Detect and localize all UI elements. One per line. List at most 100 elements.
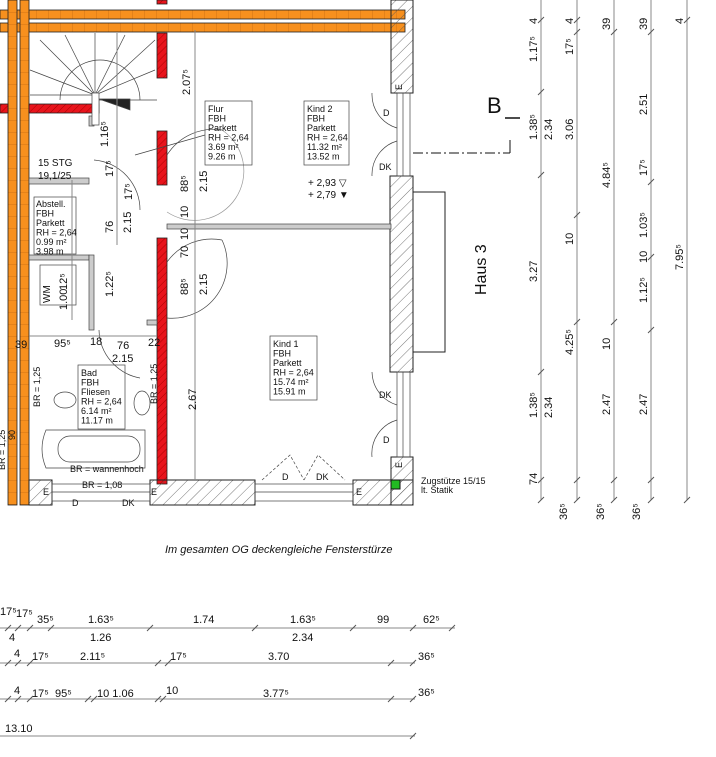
dimension-label: 4 bbox=[564, 18, 576, 24]
room-perimeter: 15.91 m bbox=[273, 387, 306, 397]
dimension-tick bbox=[84, 695, 92, 703]
room-height: RH = 2,64 bbox=[81, 397, 122, 407]
dimension-label: 2.15 bbox=[198, 274, 210, 295]
dimension-label: 10 bbox=[564, 233, 576, 245]
dimension-label: 1.12⁵ bbox=[638, 277, 650, 303]
dimension-label: 1.26 bbox=[90, 632, 111, 644]
dimension-tick bbox=[26, 659, 34, 667]
dimension-tick bbox=[159, 695, 167, 703]
room-name: Abstell. bbox=[36, 199, 66, 209]
room-perimeter: 3.98 m bbox=[36, 247, 64, 257]
room-floor: Parkett bbox=[36, 218, 65, 228]
dimension-label: 95⁵ bbox=[55, 688, 72, 700]
dimension-tick bbox=[537, 496, 545, 504]
dimension-tick bbox=[409, 732, 417, 740]
dimension-tick bbox=[683, 496, 691, 504]
room-area: 15.74 m² bbox=[273, 377, 309, 387]
door-swing bbox=[93, 92, 398, 481]
dimension-label: 2.15 bbox=[198, 171, 210, 192]
staircase bbox=[29, 33, 157, 126]
dimension-label: 12⁵ bbox=[58, 273, 70, 290]
dimension-label: 17⁵ bbox=[32, 688, 49, 700]
dimension-tick bbox=[573, 476, 581, 484]
dimension-label: 4.25⁵ bbox=[564, 329, 576, 355]
dimension-label: 4 bbox=[14, 648, 20, 660]
dimension-label: 1.00 bbox=[58, 289, 70, 310]
dimension-label: 17⁵ bbox=[638, 159, 650, 176]
dimension-label: 17⁵ bbox=[16, 608, 33, 620]
dimension-label: 17⁵ bbox=[564, 38, 576, 55]
room-label-frames bbox=[33, 100, 350, 430]
house-label: Haus 3 bbox=[473, 244, 490, 295]
dimension-label: 70 bbox=[179, 246, 191, 258]
dimension-label: 2.34 bbox=[543, 119, 555, 140]
dimension-label: 13.10 bbox=[5, 723, 33, 735]
sill-height-label: BR = wannenhoch bbox=[70, 464, 144, 474]
dimension-label: 3.27 bbox=[528, 261, 540, 282]
dimension-label: 99 bbox=[377, 614, 389, 626]
dimension-label: 39 bbox=[601, 18, 613, 30]
dimension-tick bbox=[4, 695, 12, 703]
dimension-tick bbox=[647, 28, 655, 36]
opening-label: DK bbox=[316, 472, 329, 482]
dimension-label: 17⁵ bbox=[104, 160, 116, 177]
room-floor: Fliesen bbox=[81, 387, 110, 397]
dimension-tick bbox=[647, 496, 655, 504]
dimension-tick bbox=[537, 88, 545, 96]
dimension-label: 10 1.06 bbox=[97, 688, 134, 700]
dimension-tick bbox=[90, 695, 98, 703]
dimension-tick bbox=[573, 16, 581, 24]
room-heating: FBH bbox=[208, 114, 226, 124]
dimension-label: 2.11⁵ bbox=[80, 651, 105, 663]
dimension-label: 76 bbox=[104, 221, 116, 233]
section-marker bbox=[413, 117, 520, 154]
dimension-tick bbox=[573, 318, 581, 326]
dimension-tick bbox=[154, 659, 162, 667]
dimension-label: 1.63⁵ bbox=[88, 614, 114, 626]
room-heating: FBH bbox=[81, 378, 99, 388]
room-height: RH = 2,64 bbox=[208, 133, 249, 143]
washing-machine-spot bbox=[39, 264, 77, 306]
room-name: Kind 2 bbox=[307, 104, 333, 114]
dimension-label: 88⁵ bbox=[179, 278, 191, 295]
inner-dimension-lines bbox=[29, 30, 196, 480]
dimension-tick bbox=[610, 28, 618, 36]
dimension-label: 95⁵ bbox=[54, 338, 71, 350]
opening-label: E bbox=[394, 84, 404, 90]
partition-wall bbox=[28, 115, 392, 331]
dimension-label: 1.38⁵ bbox=[528, 392, 540, 418]
dimension-tick bbox=[409, 659, 417, 667]
dimension-tick bbox=[4, 659, 12, 667]
opening-label: E bbox=[394, 462, 404, 468]
room-height: RH = 2,64 bbox=[307, 133, 348, 143]
dimension-tick bbox=[647, 476, 655, 484]
dimension-label: 1.74 bbox=[193, 614, 214, 626]
room-floor: Parkett bbox=[273, 358, 302, 368]
dimension-label: 36⁵ bbox=[418, 651, 435, 663]
dimension-label: 18 bbox=[90, 336, 102, 348]
dimension-label: 4.84⁵ bbox=[601, 162, 613, 188]
dimension-label: 3.70 bbox=[268, 651, 289, 663]
room-area: 3.69 m² bbox=[208, 142, 239, 152]
opening-label: DK bbox=[379, 390, 392, 400]
dimension-label: 17⁵ bbox=[170, 651, 187, 663]
right-dimension-lines bbox=[540, 0, 688, 500]
opening-label: D bbox=[383, 435, 390, 445]
dimension-tick bbox=[573, 496, 581, 504]
dimension-tick bbox=[4, 624, 12, 632]
dimension-label: 2.34 bbox=[292, 632, 313, 644]
dimension-label: 17⁵ bbox=[123, 183, 135, 200]
dimension-label: 36⁵ bbox=[558, 503, 570, 520]
dimension-tick bbox=[537, 368, 545, 376]
sill-height-label: BR = 1,08 bbox=[82, 480, 122, 490]
dimension-label: 3.77⁵ bbox=[263, 688, 289, 700]
column bbox=[390, 479, 401, 490]
dimension-label: 10 bbox=[179, 206, 191, 218]
dimension-label: 10 bbox=[179, 228, 191, 240]
toilet bbox=[53, 391, 77, 409]
dimension-label: 2.67 bbox=[187, 389, 199, 410]
room-floor: Parkett bbox=[208, 123, 237, 133]
washbasin bbox=[133, 390, 151, 416]
level-mark: + 2,79 ▼ bbox=[308, 190, 349, 201]
bathtub bbox=[41, 429, 146, 469]
